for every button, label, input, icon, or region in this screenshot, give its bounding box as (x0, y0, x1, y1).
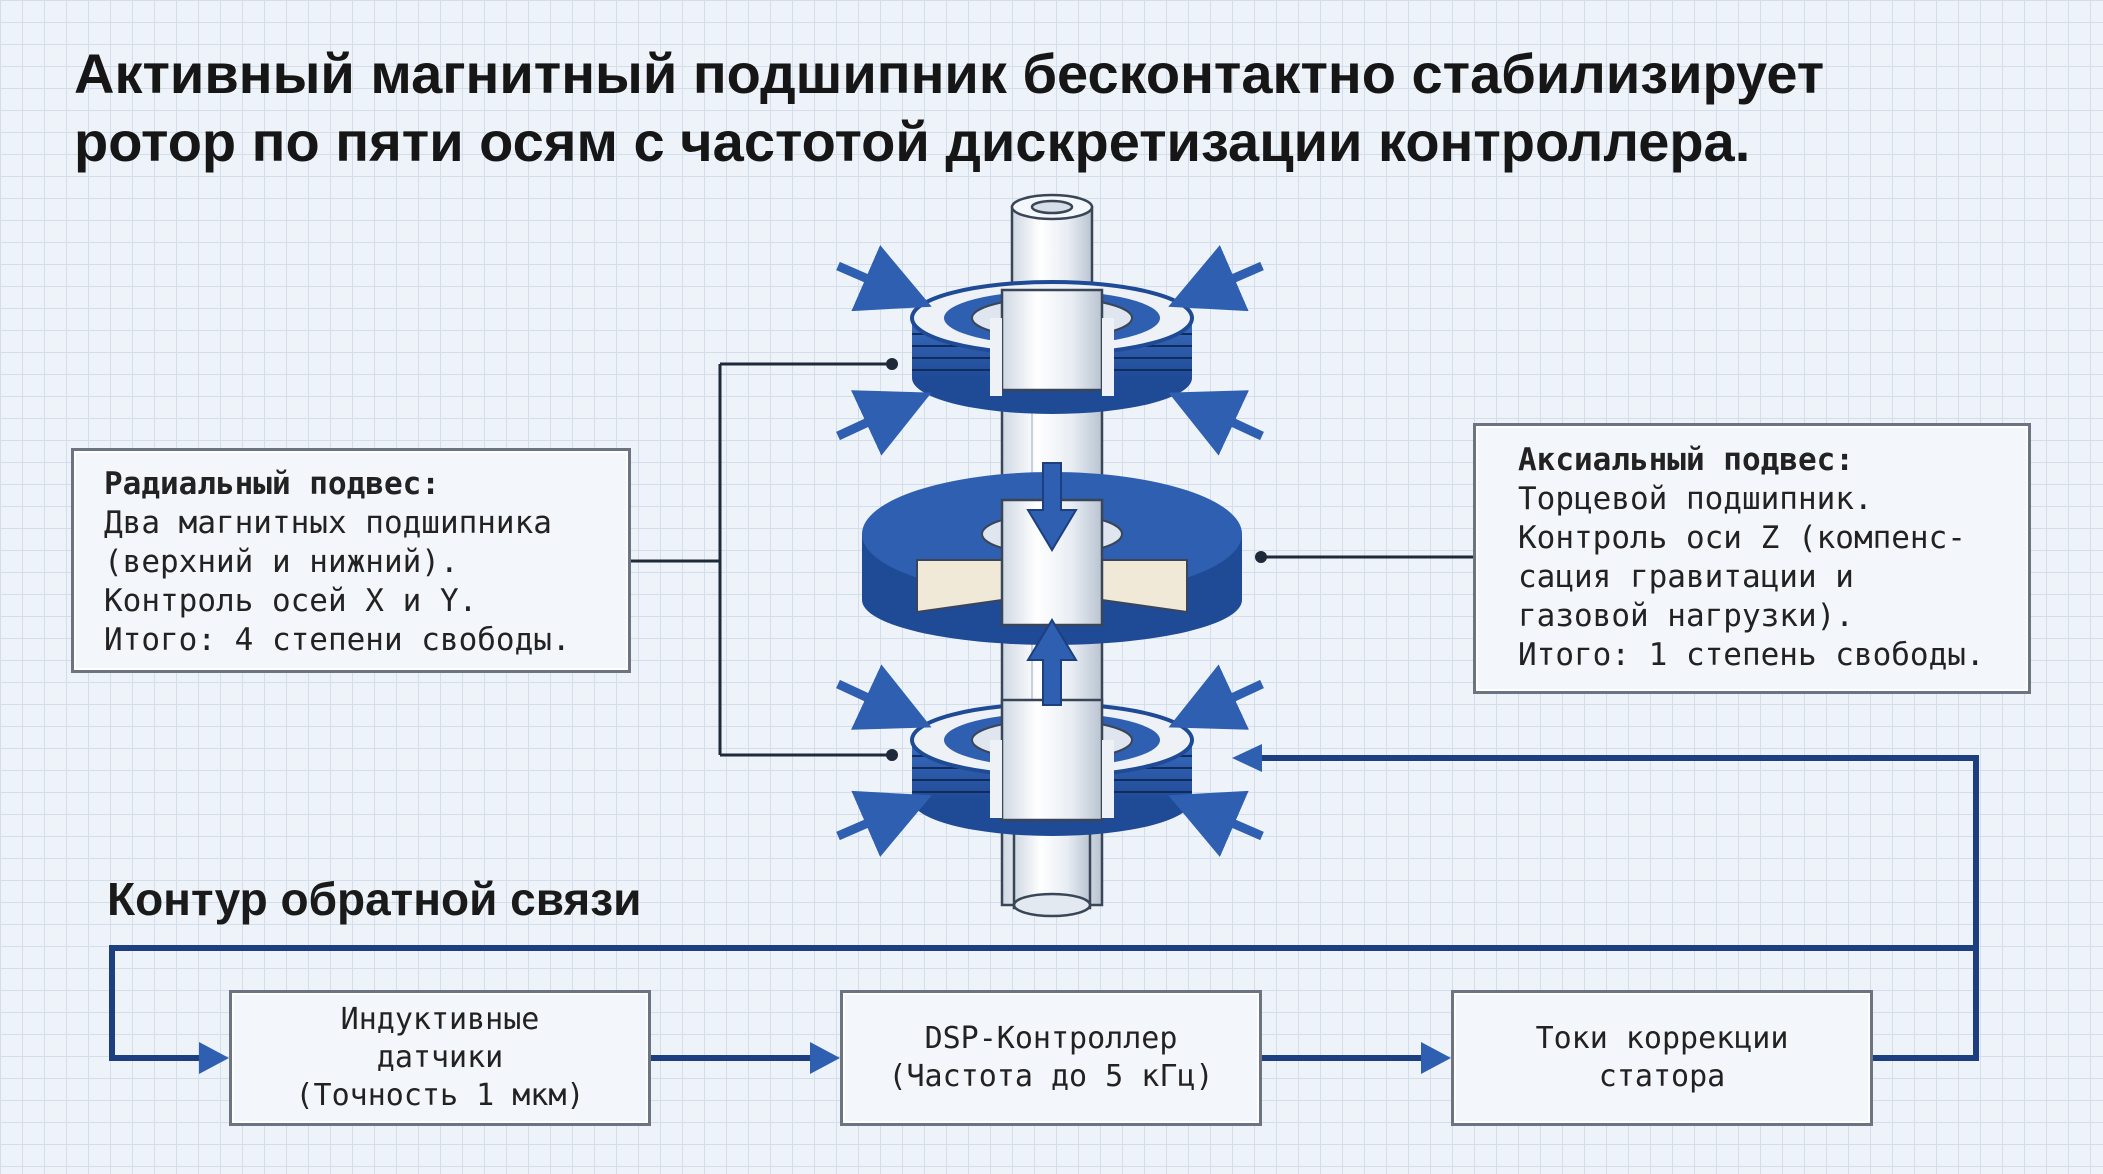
page-title: Активный магнитный подшипник бесконтактн… (74, 40, 2054, 176)
force-arrow-icon (1026, 462, 1078, 706)
axial-line-5: Итого: 1 степень свободы. (1518, 637, 1985, 673)
radial-bearing-icon (910, 280, 1194, 414)
inductive-sensors-box: Индуктивные датчики (Точность 1 мкм) (229, 990, 651, 1126)
force-arrow-icon (836, 245, 1264, 857)
axial-suspension-box: Аксиальный подвес: Торцевой подшипник. К… (1473, 423, 2031, 694)
radial-bearing-icon (910, 698, 1194, 836)
axial-heading: Аксиальный подвес: (1518, 442, 1854, 478)
sensors-line-3: (Точность 1 мкм) (295, 1078, 585, 1113)
sensors-line-2: датчики (376, 1040, 504, 1075)
axial-line-4: газовой нагрузки). (1518, 598, 1854, 634)
title-line-1: Активный магнитный подшипник бесконтактн… (74, 42, 1825, 105)
stator-currents-box: Токи коррекции статора (1451, 990, 1873, 1126)
currents-line-1: Токи коррекции (1535, 1021, 1789, 1056)
axial-line-1: Торцевой подшипник. (1518, 481, 1873, 517)
dsp-controller-box: DSP-Контроллер (Частота до 5 кГц) (840, 990, 1262, 1126)
radial-line-2: (верхний и нижний). (104, 544, 459, 580)
dsp-line-2: (Частота до 5 кГц) (888, 1059, 1214, 1094)
feedback-loop-wires (109, 755, 1979, 1061)
axial-line-3: сация гравитации и (1518, 559, 1854, 595)
radial-line-1: Два магнитных подшипника (104, 505, 552, 541)
title-line-2: ротор по пяти осям с частотой дискретиза… (74, 110, 1751, 173)
radial-connector-dot-bottom (886, 749, 898, 761)
radial-connector (631, 362, 890, 757)
dsp-line-1: DSP-Контроллер (924, 1021, 1178, 1056)
axial-connector-dot (1255, 551, 1267, 563)
axial-line-2: Контроль оси Z (компенс- (1518, 520, 1966, 556)
radial-suspension-box: Радиальный подвес: Два магнитных подшипн… (71, 448, 631, 673)
flow-arrowheads (199, 744, 1451, 1074)
radial-line-3: Контроль осей X и Y. (104, 583, 478, 619)
radial-connector-dot-top (886, 358, 898, 370)
radial-line-4: Итого: 4 степени свободы. (104, 622, 571, 658)
feedback-loop-title: Контур обратной связи (107, 873, 642, 925)
sensors-line-1: Индуктивные (340, 1002, 540, 1037)
radial-heading: Радиальный подвес: (104, 466, 440, 502)
currents-line-2: статора (1598, 1059, 1726, 1094)
